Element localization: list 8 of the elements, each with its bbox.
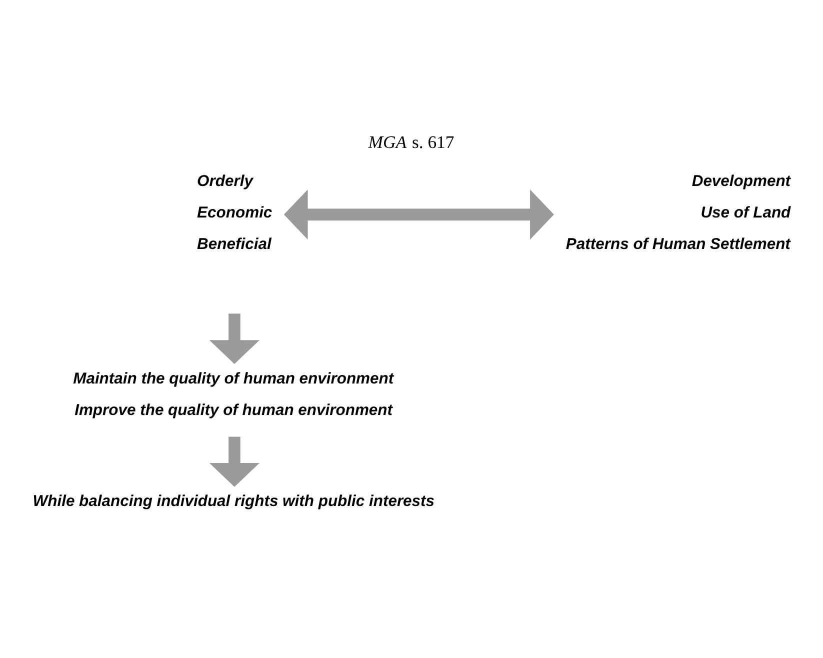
node-text: Orderly Economic Beneficial xyxy=(197,172,272,252)
arrow xyxy=(284,188,554,240)
diagram-title: MGA s. 617 xyxy=(368,132,454,152)
node-text: While balancing individual rights with public interests xyxy=(32,492,435,510)
arrow xyxy=(209,313,260,364)
node-text: Development Use of Land Patterns of Human Settlement xyxy=(566,172,791,252)
arrow xyxy=(209,436,260,486)
node-text: Maintain the quality of human environment Improve the quality of human environment xyxy=(73,370,394,418)
